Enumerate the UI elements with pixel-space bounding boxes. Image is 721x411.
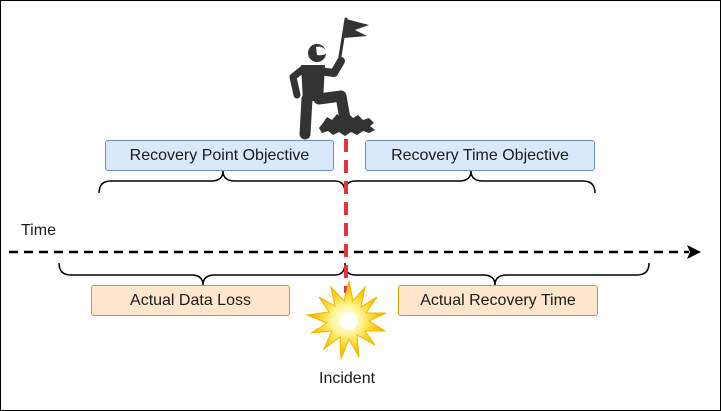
recovery-time-label: Actual Recovery Time [420, 291, 576, 309]
recovery-time-label-box: Actual Recovery Time [398, 285, 598, 316]
climber-with-flag-icon [289, 17, 369, 140]
rto-label-box: Recovery Time Objective [365, 140, 595, 171]
bottom-brace [58, 262, 650, 286]
rto-label: Recovery Time Objective [391, 146, 569, 164]
rubble-icon [319, 113, 375, 136]
explosion-icon [305, 280, 387, 360]
time-axis-label: Time [21, 222, 56, 239]
time-axis-arrowhead [687, 245, 701, 259]
incident-label: Incident [319, 370, 376, 387]
data-loss-label-box: Actual Data Loss [91, 285, 290, 316]
rpo-label-box: Recovery Point Objective [105, 140, 334, 171]
rpo-label: Recovery Point Objective [129, 146, 310, 164]
data-loss-label: Actual Data Loss [130, 291, 251, 309]
